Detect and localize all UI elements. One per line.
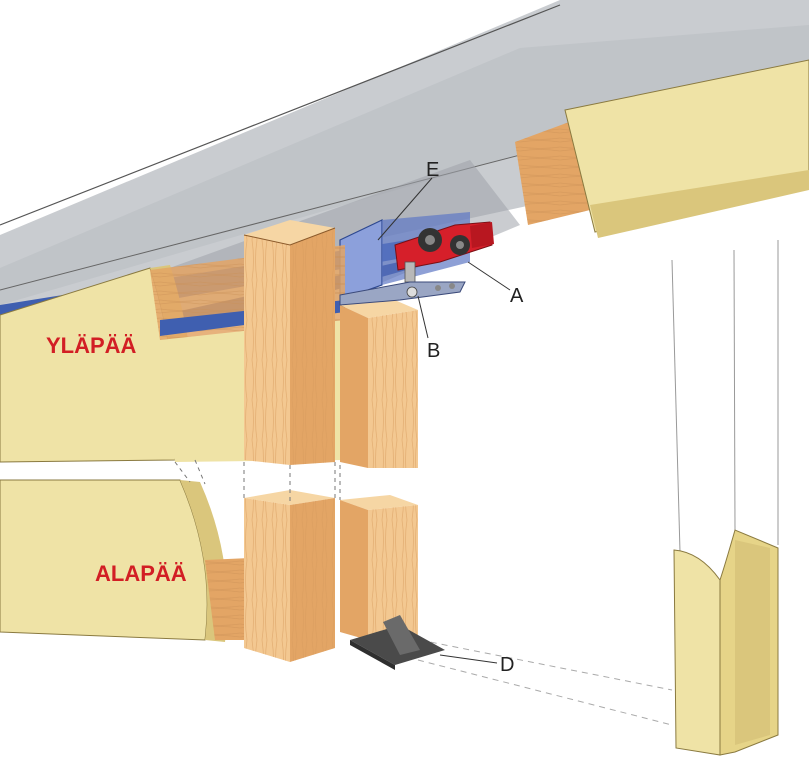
upper-end-label: YLÄPÄÄ — [46, 333, 137, 358]
hanger-bracket — [339, 261, 466, 306]
ceiling — [0, 0, 809, 320]
callout-d: D — [500, 654, 514, 676]
trolley — [394, 221, 494, 271]
callout-leaders — [377, 177, 511, 664]
callout-b: B — [427, 340, 440, 362]
lower-beam — [0, 479, 250, 642]
lower-post — [244, 490, 335, 662]
floor-guide — [350, 615, 445, 670]
upper-post — [243, 220, 336, 465]
upper-door-panel — [340, 298, 418, 468]
callout-a: A — [510, 285, 524, 307]
lower-door-panel — [340, 495, 418, 640]
floor-lines — [417, 639, 673, 726]
break-lines — [174, 459, 341, 505]
lower-end-label: ALAPÄÄ — [95, 561, 187, 586]
callout-e: E — [426, 159, 439, 181]
right-door-frame — [671, 240, 779, 756]
right-ceiling-beam — [515, 59, 809, 238]
